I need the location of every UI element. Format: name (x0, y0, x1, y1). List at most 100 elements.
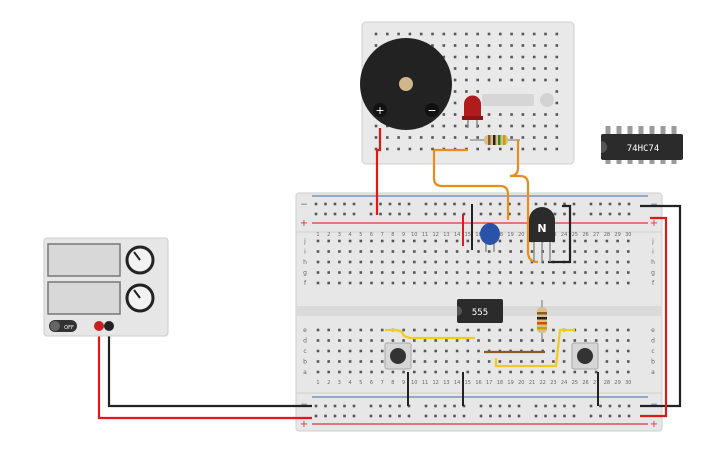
breadboard-hole (627, 260, 630, 264)
rail-hole (479, 202, 483, 206)
pushbutton-left[interactable] (384, 342, 412, 370)
breadboard-hole (466, 260, 470, 264)
npn-transistor[interactable]: N (529, 207, 555, 262)
wire-red-buzzer-to-rail[interactable] (375, 128, 382, 215)
small-breadboard-hole (386, 136, 389, 139)
breadboard-hole (466, 360, 470, 363)
breadboard-hole (562, 370, 566, 374)
breadboard-hole (370, 360, 373, 363)
transistor-label: N (537, 222, 546, 235)
breadboard-hole (466, 339, 470, 342)
rail-hole (462, 414, 466, 418)
breadboard-hole (359, 271, 363, 274)
breadboard-hole (616, 339, 619, 342)
ic-555[interactable]: 555 (457, 299, 503, 323)
breadboard-hole (402, 328, 405, 332)
small-breadboard-hole (521, 113, 525, 116)
breadboard-hole (380, 271, 384, 274)
breadboard-hole (530, 260, 534, 264)
terminal-negative[interactable] (104, 321, 114, 331)
resistor-band (488, 135, 491, 145)
resistor-small[interactable] (470, 135, 520, 145)
terminal-positive[interactable] (94, 321, 104, 331)
breadboard-hole (445, 360, 448, 363)
column-number: 13 (443, 232, 449, 238)
piezo-buzzer[interactable]: + − (360, 38, 452, 130)
wire-black-power-supply[interactable] (107, 327, 312, 408)
column-number: 17 (486, 380, 492, 386)
rail-hole (333, 404, 337, 408)
breadboard-hole (541, 281, 544, 285)
ceramic-capacitor[interactable] (480, 223, 500, 252)
rail-hole (544, 202, 547, 206)
column-number: 10 (411, 232, 417, 238)
breadboard-hole (520, 239, 523, 243)
wire-orange-1[interactable] (432, 150, 510, 220)
small-breadboard-hole (487, 113, 491, 116)
column-number: 10 (411, 380, 417, 386)
power-supply[interactable]: OFF (43, 237, 169, 337)
column-number: 8 (391, 380, 394, 386)
ic-74hc74-body (601, 134, 683, 160)
ic-74hc74-label: 74HC74 (627, 144, 660, 154)
row-letter: e (651, 327, 655, 334)
breadboard-hole (616, 328, 619, 332)
breadboard-hole (573, 271, 577, 274)
breadboard-hole (498, 260, 502, 264)
column-number: 11 (422, 232, 428, 238)
breadboard-hole (477, 271, 480, 274)
column-number: 14 (454, 380, 460, 386)
main-breadboard-holes (314, 202, 631, 418)
breadboard-hole (552, 328, 555, 332)
column-number: 4 (349, 232, 352, 238)
small-breadboard-hole (532, 136, 536, 139)
rail-hole (534, 404, 538, 408)
wire-black-transistor[interactable] (548, 204, 572, 264)
breadboard-hole (391, 250, 395, 253)
small-breadboard-hole (555, 90, 559, 93)
wire-yellow-2[interactable] (494, 328, 575, 368)
small-breadboard-hole (476, 78, 479, 82)
rail-hole (498, 212, 502, 216)
rail-hole (572, 202, 576, 206)
breadboard-hole (573, 260, 577, 264)
breadboard-hole (402, 260, 405, 264)
rail-hole (479, 404, 483, 408)
small-breadboard-hole (465, 55, 468, 59)
resistor-vertical[interactable] (537, 300, 547, 340)
bottom-rail-plus-label: + (300, 419, 308, 430)
breadboard-hole (562, 281, 566, 285)
column-number: 20 (518, 232, 524, 238)
breadboard-hole (466, 370, 470, 374)
rail-hole (398, 202, 401, 206)
red-led[interactable] (462, 95, 483, 129)
wire-orange-2[interactable] (509, 140, 539, 264)
breadboard-hole (487, 260, 491, 264)
breadboard-hole (327, 360, 330, 363)
column-number: 15 (465, 232, 471, 238)
rail-hole (434, 414, 437, 418)
breadboard-hole (327, 239, 330, 243)
rail-hole (388, 404, 392, 408)
small-breadboard-hole (499, 32, 502, 36)
rail-hole (453, 414, 456, 418)
ic-555-body (457, 299, 503, 323)
rail-hole (369, 404, 373, 408)
breadboard-hole (348, 360, 352, 363)
wire-yellow-1[interactable] (385, 328, 475, 340)
ic-pin (660, 126, 666, 134)
small-breadboard-hole (499, 147, 502, 151)
wire-black-right[interactable] (640, 204, 682, 408)
rail-hole (407, 202, 411, 206)
breadboard-hole (455, 260, 459, 264)
wire-red-power-supply[interactable] (97, 327, 312, 420)
pushbutton-right[interactable] (571, 342, 599, 370)
wires[interactable] (97, 128, 682, 420)
small-breadboard-hole (408, 147, 412, 151)
wire-red-right[interactable] (640, 216, 668, 418)
rail-hole (534, 414, 538, 418)
ic-74hc74[interactable]: 74HC74 (601, 126, 683, 164)
column-number: 26 (582, 380, 588, 386)
breadboard-hole (509, 271, 512, 274)
